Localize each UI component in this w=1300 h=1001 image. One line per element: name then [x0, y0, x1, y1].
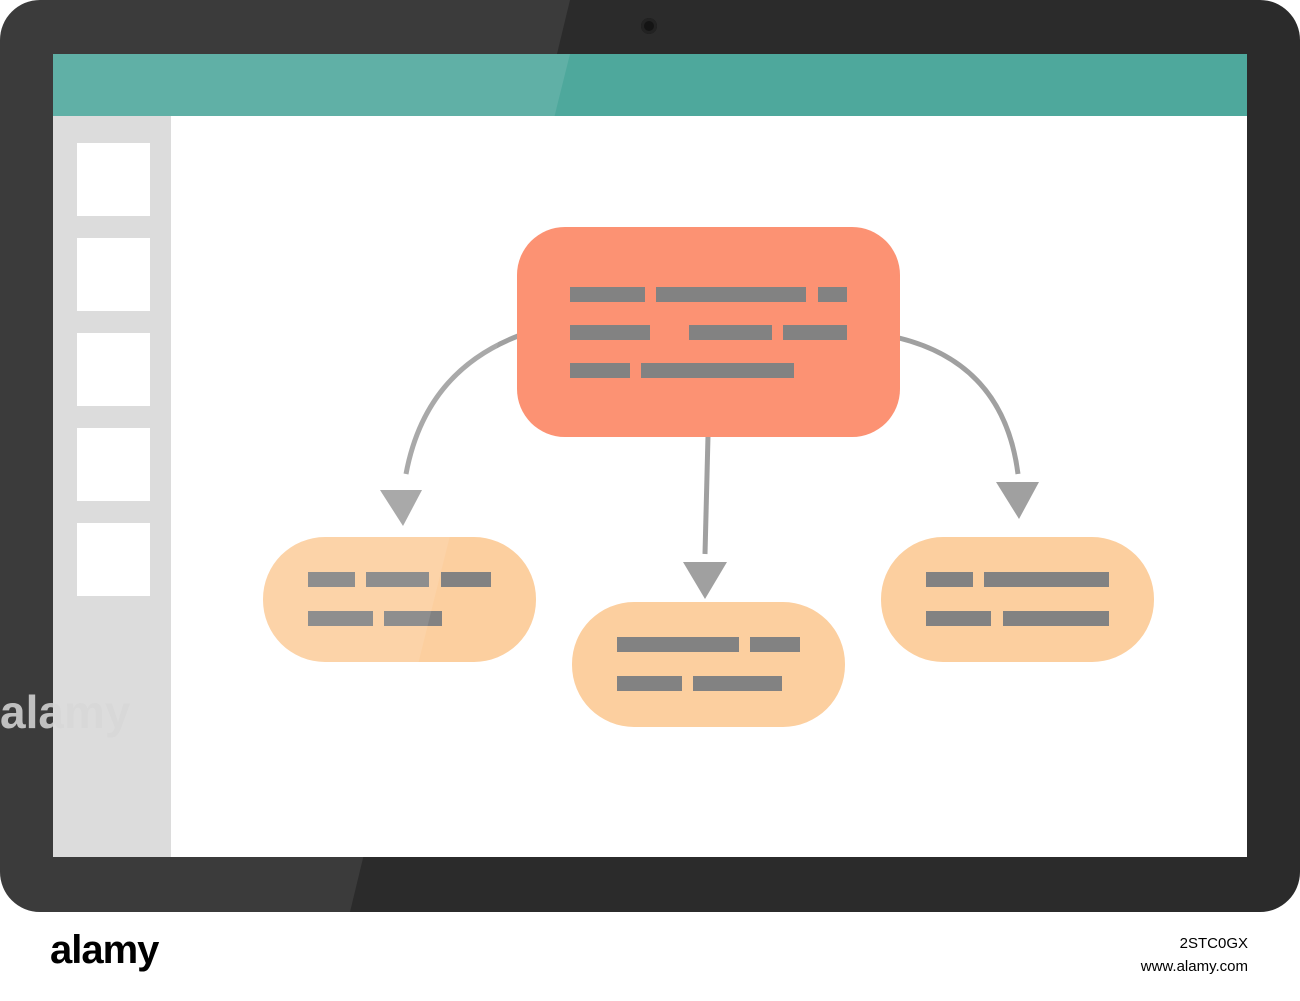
camera-icon	[641, 18, 657, 34]
text-placeholder	[617, 676, 682, 691]
text-placeholder	[570, 325, 650, 340]
text-placeholder	[656, 287, 806, 302]
watermark-logo: alamy	[50, 928, 159, 972]
text-placeholder	[750, 637, 800, 652]
text-placeholder	[926, 611, 991, 626]
edge-arrow-left	[403, 333, 519, 475]
slide-thumbnail[interactable]	[77, 428, 150, 501]
edge-arrow-right	[898, 335, 1021, 475]
arrowhead-left-icon	[380, 490, 422, 526]
text-placeholder	[693, 676, 782, 691]
slide-thumbnail[interactable]	[77, 523, 150, 596]
tablet-device	[0, 0, 1300, 912]
node-main[interactable]	[517, 227, 900, 437]
node-child-right[interactable]	[881, 537, 1154, 662]
watermark-image-id: 2STC0GX	[1179, 935, 1248, 952]
slide-thumbnail[interactable]	[77, 333, 150, 406]
text-placeholder	[984, 572, 1109, 587]
text-placeholder	[783, 325, 847, 340]
text-placeholder	[689, 325, 772, 340]
text-placeholder	[366, 572, 429, 587]
edge-arrow-center	[702, 435, 711, 555]
slide-thumbnail[interactable]	[77, 238, 150, 311]
text-placeholder	[308, 611, 373, 626]
text-placeholder	[818, 287, 847, 302]
arrowhead-right-icon	[996, 482, 1039, 519]
text-placeholder	[570, 287, 645, 302]
text-placeholder	[384, 611, 442, 626]
title-bar	[53, 54, 1247, 116]
text-placeholder	[926, 572, 973, 587]
text-placeholder	[308, 572, 355, 587]
node-child-left[interactable]	[263, 537, 536, 662]
text-placeholder	[1003, 611, 1109, 626]
text-placeholder	[617, 637, 739, 652]
text-placeholder	[441, 572, 491, 587]
watermark-logo-side: alamy	[0, 686, 131, 738]
watermark-footer	[0, 912, 1300, 1001]
slide-thumbnail[interactable]	[77, 143, 150, 216]
mind-map-diagram	[263, 227, 1154, 727]
app-screen	[53, 54, 1247, 857]
text-placeholder	[641, 363, 794, 378]
text-placeholder	[570, 363, 630, 378]
slide-sidebar	[53, 116, 171, 857]
arrowhead-center-icon	[683, 562, 727, 599]
node-child-center[interactable]	[572, 602, 845, 727]
watermark-url: www.alamy.com	[1140, 958, 1248, 975]
